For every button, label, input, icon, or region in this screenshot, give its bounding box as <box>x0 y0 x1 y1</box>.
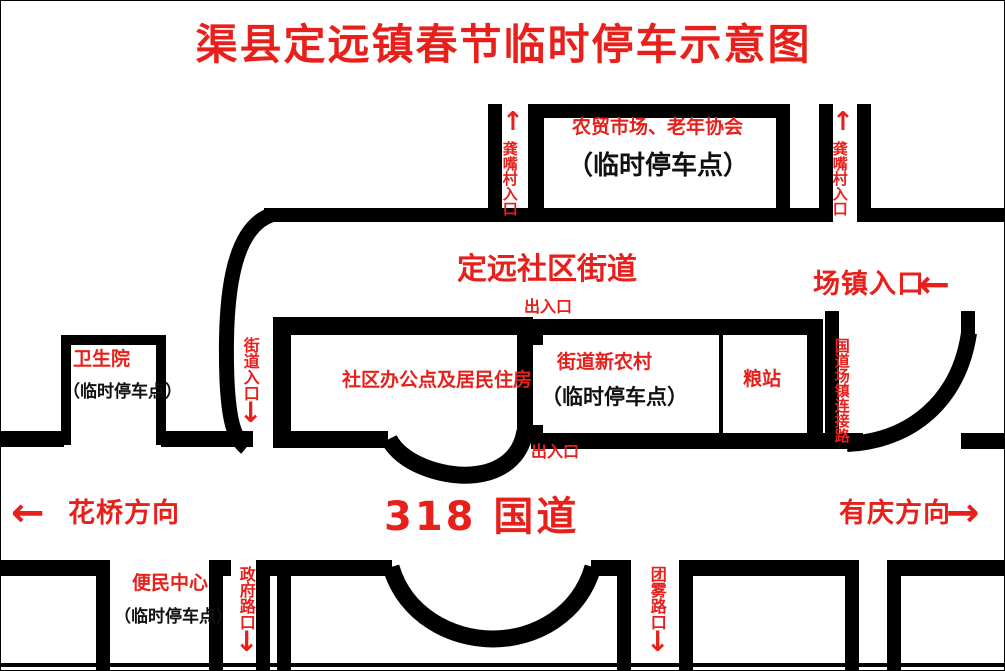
gongzui-right-arrow-icon: ↑ <box>832 107 854 137</box>
new-village-label: 街道新农村 <box>557 351 653 373</box>
east-direction-label: 有庆方向 <box>839 498 951 529</box>
new-village-parking-note: （临时停车点） <box>541 385 688 409</box>
community-office-label: 社区办公点及居民住房 <box>342 369 533 391</box>
street-entrance-arrow-icon: ↓ <box>239 396 263 429</box>
tuanwu-road-arrow-icon: ↓ <box>646 625 670 658</box>
community-street-title: 定远社区街道 <box>457 252 637 287</box>
town-entrance-label: 场镇入口 <box>813 269 925 300</box>
street-entrance-label: 街道入口 <box>240 337 260 401</box>
clinic-parking-note: （临时停车点） <box>63 382 182 402</box>
gongzui-village-entrance-right-label: 龚嘴村入口 <box>830 141 849 216</box>
entrance-bottom-label: 出入口 <box>531 442 580 461</box>
page-title: 渠县定远镇春节临时停车示意图 <box>195 20 812 69</box>
connector-road-label: 国道场镇连接路 <box>832 338 851 443</box>
service-center-label: 便民中心 <box>132 572 209 594</box>
town-entrance-arrow-icon: ← <box>918 262 950 306</box>
tuanwu-road-label: 团雾路口 <box>647 566 667 630</box>
east-direction-arrow-icon: → <box>946 490 980 536</box>
west-direction-label: 花桥方向 <box>68 498 180 529</box>
service-center-parking-note: （临时停车点） <box>114 607 233 627</box>
gov-road-arrow-icon: ↓ <box>235 625 259 658</box>
market-label: 农贸市场、老年协会 <box>572 116 744 138</box>
highway-name-label: 318 国道 <box>384 494 580 540</box>
market-parking-note: （临时停车点） <box>567 151 750 181</box>
west-direction-arrow-icon: ← <box>11 490 45 536</box>
clinic-label: 卫生院 <box>73 348 131 370</box>
entrance-top-label: 出入口 <box>524 297 573 316</box>
gongzui-village-entrance-left-label: 龚嘴村入口 <box>500 141 519 216</box>
gongzui-left-arrow-icon: ↑ <box>502 107 524 137</box>
grain-station-label: 粮站 <box>743 368 782 390</box>
gov-road-label: 政府路口 <box>236 566 256 630</box>
